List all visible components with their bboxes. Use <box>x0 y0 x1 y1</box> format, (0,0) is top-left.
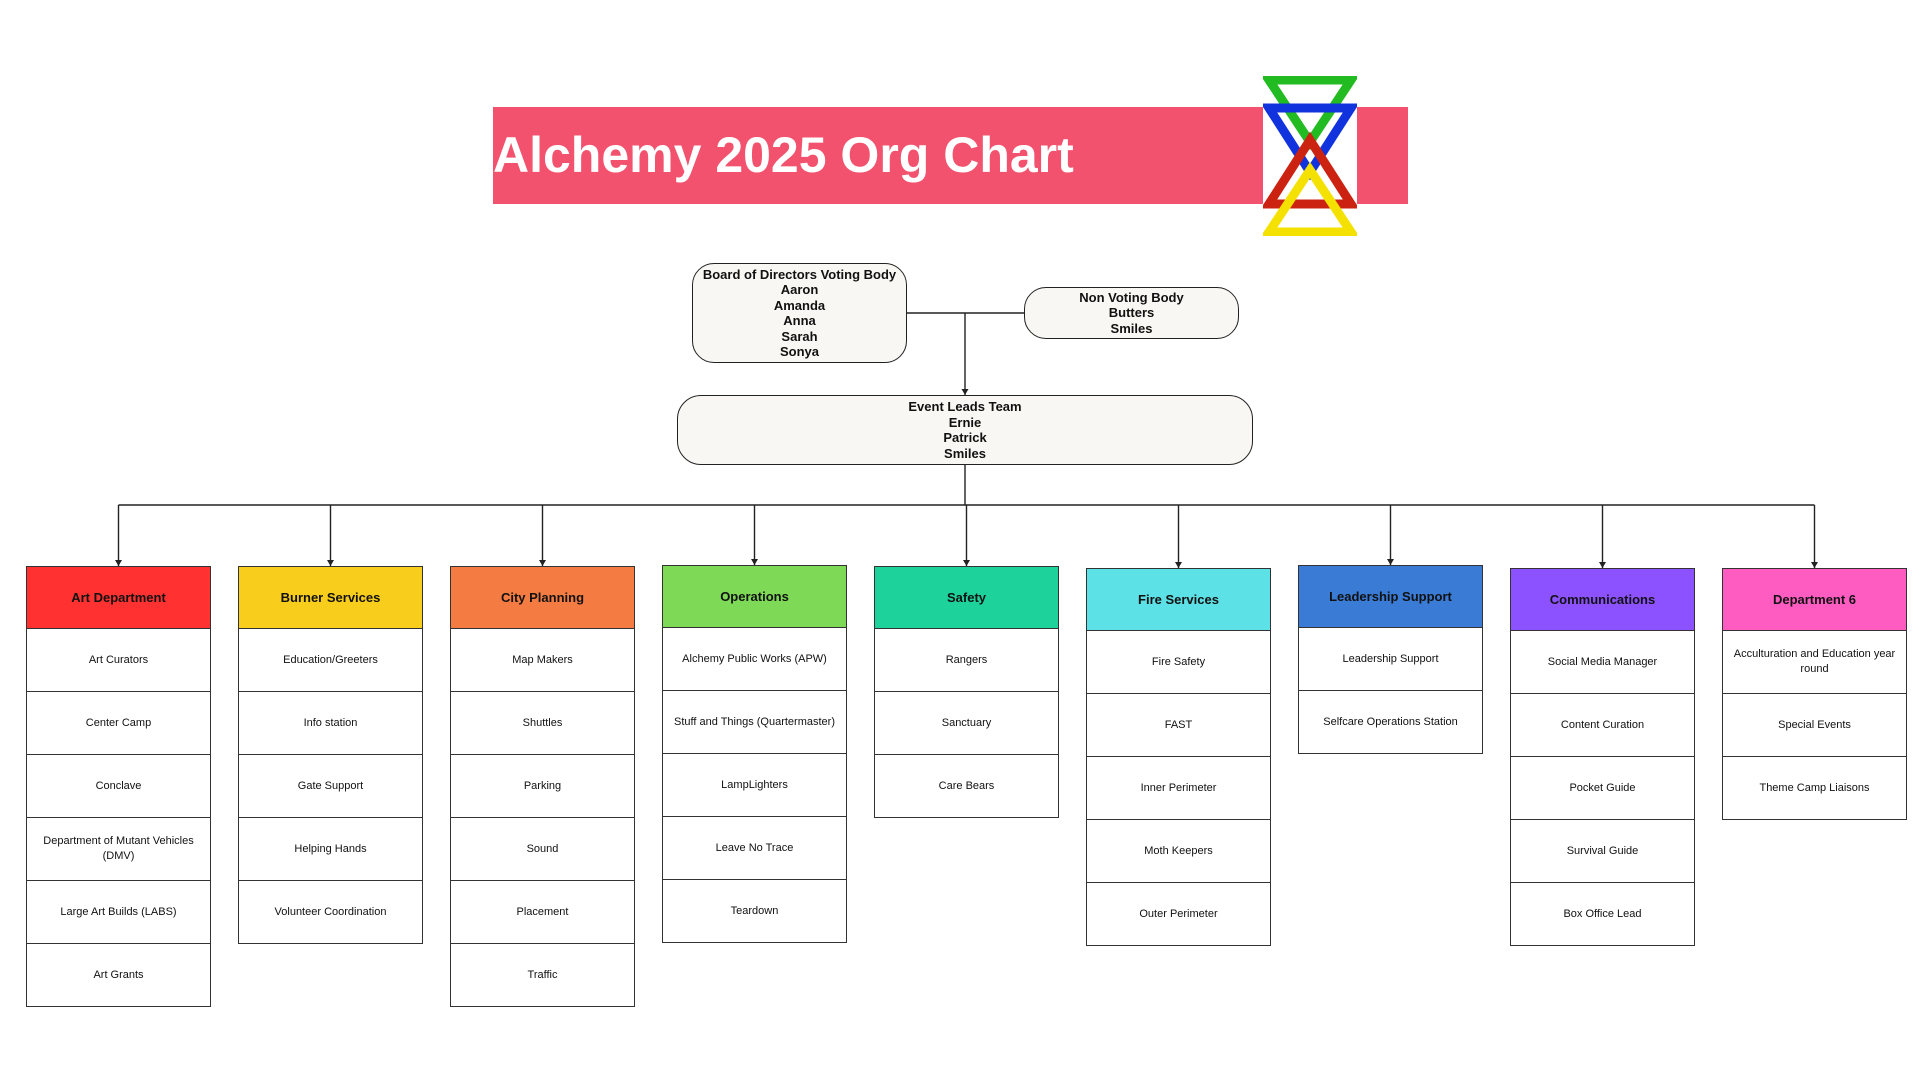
department-item: Shuttles <box>450 692 635 755</box>
department-header: Safety <box>874 566 1059 629</box>
department-header: Department 6 <box>1722 568 1907 631</box>
board-heading: Board of Directors Voting Body <box>702 266 897 282</box>
department-item: Art Curators <box>26 629 211 692</box>
department-item: Leave No Trace <box>662 817 847 880</box>
event-leads-box: Event Leads Team Ernie Patrick Smiles <box>677 395 1253 465</box>
department-item: Theme Camp Liaisons <box>1722 757 1907 820</box>
department-item: Survival Guide <box>1510 820 1695 883</box>
department-item: Rangers <box>874 629 1059 692</box>
department-item: Sanctuary <box>874 692 1059 755</box>
logo-yellow-triangle <box>1263 161 1357 236</box>
board-member: Aaron <box>780 282 819 297</box>
department-item: Fire Safety <box>1086 631 1271 694</box>
page-title: Alchemy 2025 Org Chart <box>493 127 1074 183</box>
department-item: Sound <box>450 818 635 881</box>
alchemy-logo <box>1263 76 1357 236</box>
department-header: City Planning <box>450 566 635 629</box>
event-leads-member: Smiles <box>944 445 986 461</box>
department-item: Box Office Lead <box>1510 883 1695 946</box>
title-banner: Alchemy 2025 Org Chart <box>493 107 1408 204</box>
board-of-directors-box: Board of Directors Voting Body Aaron Ama… <box>692 263 907 363</box>
board-member: Anna <box>783 313 816 328</box>
department-item: FAST <box>1086 694 1271 757</box>
department-header: Operations <box>662 565 847 628</box>
department-item: Selfcare Operations Station <box>1298 691 1483 754</box>
board-member: Sonya <box>779 344 819 359</box>
department-item: Social Media Manager <box>1510 631 1695 694</box>
department-header: Communications <box>1510 568 1695 631</box>
department-item: Content Curation <box>1510 694 1695 757</box>
department-header: Leadership Support <box>1298 565 1483 628</box>
department-item: Department of Mutant Vehicles (DMV) <box>26 818 211 881</box>
department-item: Alchemy Public Works (APW) <box>662 628 847 691</box>
department-item: Conclave <box>26 755 211 818</box>
logo-blue-triangle <box>1263 103 1357 181</box>
department-header: Art Department <box>26 566 211 629</box>
department-item: Teardown <box>662 880 847 943</box>
department-item: Parking <box>450 755 635 818</box>
department-header: Burner Services <box>238 566 423 629</box>
department-item: Leadership Support <box>1298 628 1483 691</box>
department-item: Gate Support <box>238 755 423 818</box>
event-leads-member: Ernie <box>948 414 982 430</box>
department-item: Info station <box>238 692 423 755</box>
non-voting-heading: Non Voting Body <box>1079 289 1184 305</box>
non-voting-body-box: Non Voting Body Butters Smiles <box>1024 287 1239 339</box>
board-member: Amanda <box>773 297 826 313</box>
non-voting-member: Smiles <box>1110 320 1153 336</box>
department-item: Pocket Guide <box>1510 757 1695 820</box>
department-item: Education/Greeters <box>238 629 423 692</box>
alchemy-logo-icon <box>1263 76 1357 236</box>
department-item: Moth Keepers <box>1086 820 1271 883</box>
department-item: Outer Perimeter <box>1086 883 1271 946</box>
board-member: Sarah <box>781 328 818 344</box>
department-item: Center Camp <box>26 692 211 755</box>
department-header: Fire Services <box>1086 568 1271 631</box>
department-item: Art Grants <box>26 944 211 1007</box>
department-item: Stuff and Things (Quartermaster) <box>662 691 847 754</box>
department-item: Inner Perimeter <box>1086 757 1271 820</box>
department-item: Acculturation and Education year round <box>1722 631 1907 694</box>
event-leads-member: Patrick <box>943 430 987 445</box>
non-voting-member: Butters <box>1108 305 1155 321</box>
department-item: Placement <box>450 881 635 944</box>
department-item: Traffic <box>450 944 635 1007</box>
department-item: LampLighters <box>662 754 847 817</box>
department-item: Special Events <box>1722 694 1907 757</box>
department-item: Volunteer Coordination <box>238 881 423 944</box>
department-item: Large Art Builds (LABS) <box>26 881 211 944</box>
logo-red-triangle <box>1263 131 1357 209</box>
department-item: Map Makers <box>450 629 635 692</box>
department-item: Helping Hands <box>238 818 423 881</box>
event-leads-heading: Event Leads Team <box>908 399 1022 414</box>
department-item: Care Bears <box>874 755 1059 818</box>
